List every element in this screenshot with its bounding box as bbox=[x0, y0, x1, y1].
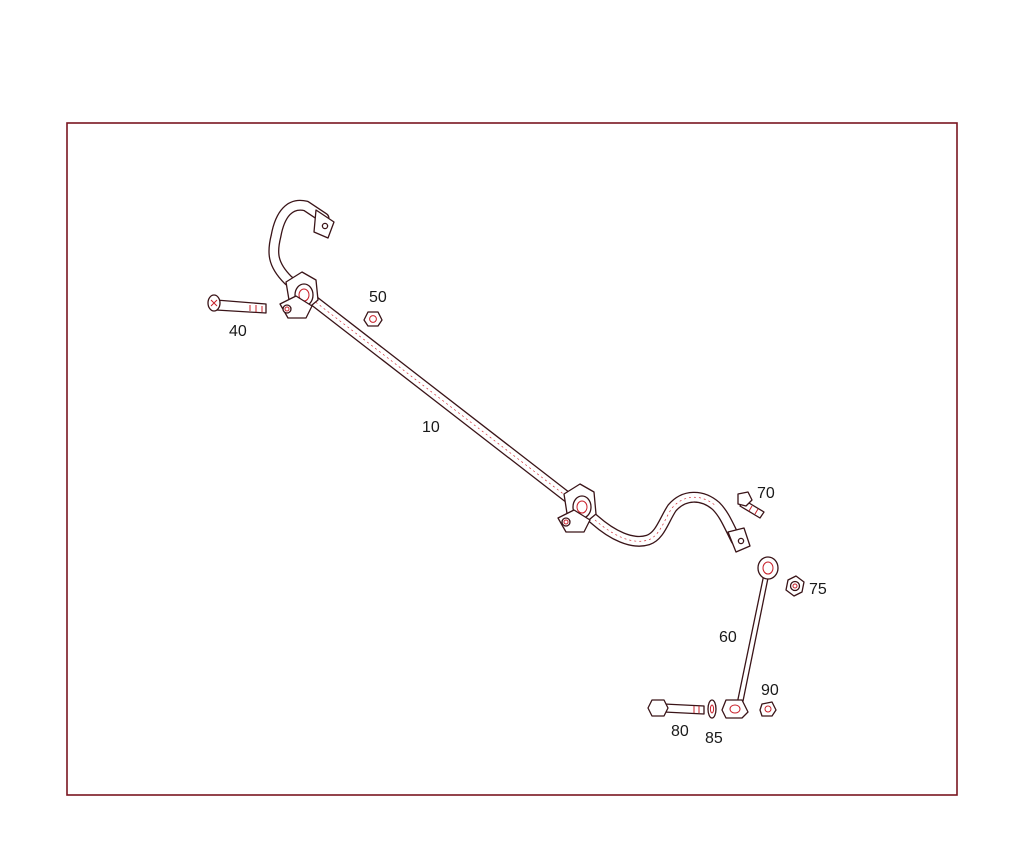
callout-75: 75 bbox=[809, 581, 827, 598]
callout-40: 40 bbox=[229, 323, 247, 340]
washer-85[interactable] bbox=[707, 699, 717, 719]
nut-90[interactable] bbox=[759, 701, 777, 717]
bolt-70[interactable] bbox=[737, 491, 765, 519]
nut-75[interactable] bbox=[785, 575, 805, 597]
bolt-80[interactable] bbox=[647, 699, 705, 717]
bushing-mount-left[interactable] bbox=[279, 271, 319, 319]
stabilizer-bar[interactable] bbox=[268, 199, 751, 553]
callout-90: 90 bbox=[761, 682, 779, 699]
bolt-40[interactable] bbox=[207, 294, 267, 314]
callout-60: 60 bbox=[719, 629, 737, 646]
callout-70: 70 bbox=[757, 485, 775, 502]
callout-50: 50 bbox=[369, 289, 387, 306]
callout-10: 10 bbox=[422, 419, 440, 436]
coupling-link-60[interactable] bbox=[721, 556, 779, 719]
bushing-mount-right[interactable] bbox=[557, 483, 597, 533]
callout-80: 80 bbox=[671, 723, 689, 740]
nut-50[interactable] bbox=[363, 311, 383, 327]
diagram-border bbox=[66, 122, 958, 796]
callout-85: 85 bbox=[705, 730, 723, 747]
